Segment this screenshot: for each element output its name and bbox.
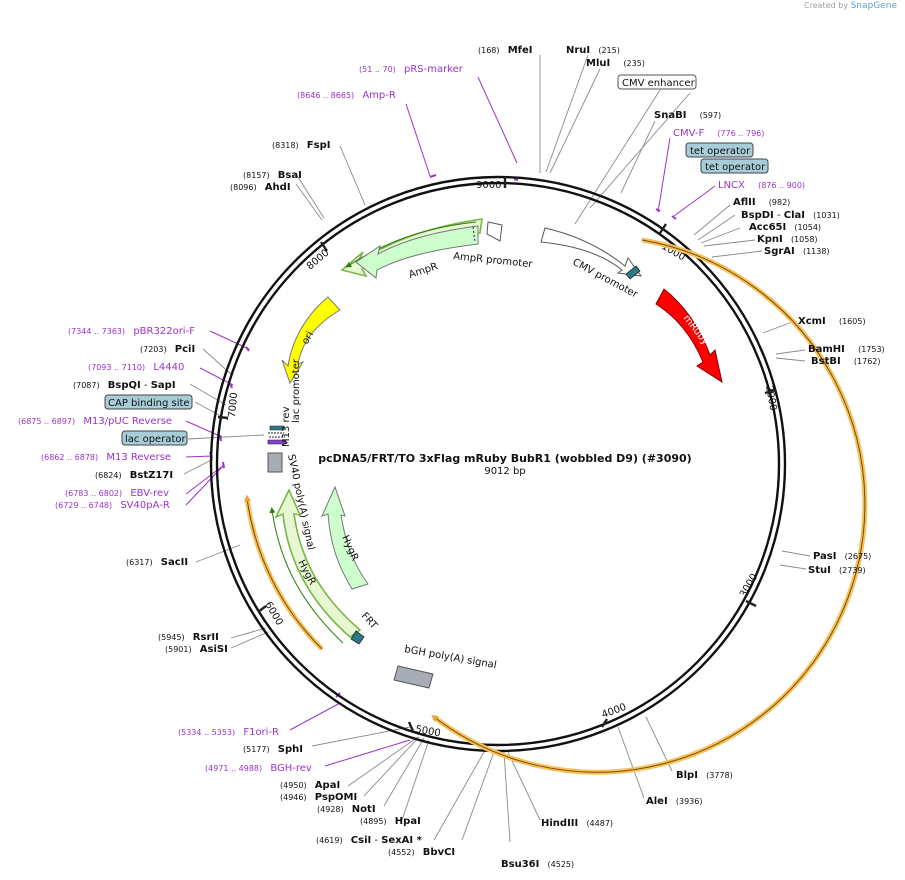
site-labels: (168) MfeI NruI (215) MluI (235) SnaBI (… <box>73 45 885 870</box>
primer-label: (6783 .. 6802) EBV-rev <box>65 488 169 499</box>
primer-label: LNCX (876 .. 900) <box>718 180 805 191</box>
ampr-promoter-arrow <box>486 221 503 242</box>
feature-label-lac-promoter: lac promoter <box>291 358 302 423</box>
bgh-polya-box <box>393 665 434 689</box>
site-label: BstBI (1762) <box>811 356 881 367</box>
feature-label-ampr-promoter: AmpR promoter <box>453 251 534 270</box>
feature-label-hygr-outer: HygR <box>295 558 317 587</box>
frt-box <box>350 630 365 645</box>
site-label: (5177) SphI <box>243 744 303 755</box>
plasmid-size: 9012 bp <box>484 466 525 477</box>
site-label: (6824) BstZ17I <box>95 470 173 481</box>
tick-marks <box>217 177 777 732</box>
site-leader-lines <box>183 54 811 843</box>
site-label: SnaBI (597) <box>654 110 721 121</box>
site-label: SgrAI (1138) <box>764 246 830 257</box>
tet-operator-box <box>625 265 641 280</box>
site-label: (8318) FspI <box>272 140 330 151</box>
site-label: (4552) BbvCI <box>388 847 455 858</box>
site-label: (8157) BsaI <box>243 170 302 181</box>
primer-label: (7093 .. 7110) L4440 <box>88 362 184 373</box>
snapgene-logo: SnapGene <box>850 1 897 11</box>
site-label: (168) MfeI <box>478 45 533 56</box>
tick-label: 8000 <box>305 248 332 273</box>
tet-operator-label-box <box>700 158 769 174</box>
mruby-arrow <box>655 288 723 384</box>
site-label: PasI (2675) <box>813 551 871 562</box>
site-label: XcmI (1605) <box>798 316 866 327</box>
site-label: (4946) PspOMI <box>280 792 357 803</box>
box-label: CMV enhancer <box>622 78 696 89</box>
box-label: tet operator <box>705 162 766 173</box>
lac-operator-box <box>121 430 188 446</box>
primer-label: (6862 .. 6878) M13 Reverse <box>41 452 171 463</box>
primer-label: CMV-F (776 .. 796) <box>673 128 764 139</box>
primer-label: (6729 .. 6748) SV40pA-R <box>55 500 170 511</box>
feature-label-ampr: AmpR <box>408 261 440 281</box>
site-label: (4950) ApaI <box>280 780 340 791</box>
primer-labels: (51 .. 70) pRS-marker (8646 .. 8665) Amp… <box>18 64 805 774</box>
ori-arrow <box>281 296 341 385</box>
feature-label-m13-rev: M13 rev <box>281 406 292 447</box>
site-label: Bsu36I (4525) <box>501 859 574 870</box>
ampr-orf-line <box>345 221 477 268</box>
tick-label: 9000 <box>476 180 501 191</box>
hygr-outer-arc <box>274 488 362 639</box>
site-label: AleI (3936) <box>646 796 702 807</box>
site-label: BamHI (1753) <box>808 344 885 355</box>
cap-binding-site-box <box>104 394 193 410</box>
lac-promoter-mark <box>268 432 285 438</box>
primer-label: (4971 .. 4988) BGH-rev <box>205 763 312 774</box>
tick-label: 4000 <box>600 702 628 721</box>
hygr-orf-line <box>269 507 344 644</box>
orf-arc-mruby-line <box>431 239 866 773</box>
site-label: AflII (982) <box>733 197 790 208</box>
plasmid-title: pcDNA5/FRT/TO 3xFlag mRuby BubR1 (wobble… <box>318 452 691 465</box>
site-label: (6317) SacII <box>126 557 188 568</box>
boxed-labels: CMV enhancer tet operator tet operator C… <box>104 74 769 446</box>
sv40-polya-box <box>267 452 283 473</box>
site-label: BspDI - ClaI (1031) <box>741 210 840 221</box>
tick-label: 2000 <box>763 385 778 412</box>
hygr-inner-arrow <box>321 485 369 590</box>
site-label: (7203) PciI <box>140 344 195 355</box>
site-label: NruI (215) <box>566 45 620 56</box>
site-label: (4619) CsiI - SexAI * <box>316 835 423 846</box>
site-label: Acc65I (1054) <box>749 222 821 233</box>
site-label: (4895) HpaI <box>360 816 421 827</box>
primer-label: (8646 .. 8665) Amp-R <box>297 90 396 101</box>
tet-operator-label-box <box>685 142 754 158</box>
primer-label: (5334 .. 5353) F1ori-R <box>178 727 279 738</box>
site-label: MluI (235) <box>586 58 645 69</box>
site-label: KpnI (1058) <box>757 234 818 245</box>
credit-prefix: Created by <box>804 1 849 10</box>
cap-binding-mark <box>269 425 285 431</box>
site-label: (8096) AhdI <box>230 182 291 193</box>
site-label: StuI (2739) <box>808 565 866 576</box>
primer-label: (51 .. 70) pRS-marker <box>359 64 464 75</box>
site-label: (7087) BspQI - SapI <box>73 380 176 391</box>
tick-label: 7000 <box>227 392 240 418</box>
feature-label-bgh: bGH poly(A) signal <box>403 644 497 671</box>
box-label: lac operator <box>125 434 186 445</box>
cmv-enhancer-box <box>617 74 697 90</box>
primer-label: (7344 .. 7363) pBR322ori-F <box>68 326 195 337</box>
box-label: tet operator <box>690 146 751 157</box>
orf-arc-left-line <box>243 494 323 650</box>
backbone-inner <box>215 181 781 747</box>
site-label: HindIII (4487) <box>541 818 613 829</box>
ampr-arrow <box>355 225 479 279</box>
box-label: CAP binding site <box>108 398 190 409</box>
lac-operator-mark <box>267 439 287 445</box>
tick-label: 5000 <box>414 724 441 739</box>
site-label: (4928) NotI <box>317 804 376 815</box>
primer-label: (6875 .. 6897) M13/pUC Reverse <box>18 416 172 427</box>
site-label: (5945) RsrII <box>158 632 219 643</box>
ampr-promoter-boundary <box>472 226 476 243</box>
feature-label-frt: FRT <box>359 611 380 632</box>
site-label: (5901) AsiSI <box>165 644 228 655</box>
snapgene-credit: Created by SnapGene <box>804 1 897 11</box>
site-label: BlpI (3778) <box>676 770 733 781</box>
